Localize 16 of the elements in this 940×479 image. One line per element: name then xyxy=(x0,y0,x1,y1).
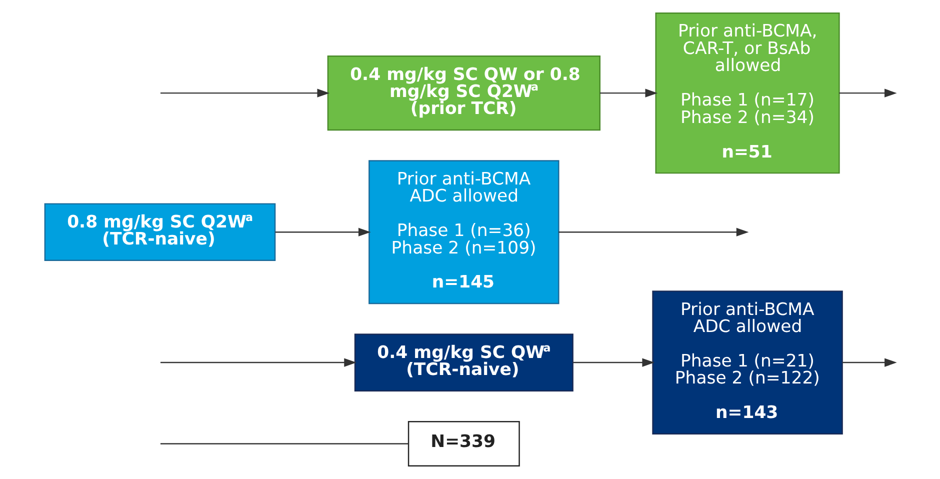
arrow xyxy=(160,88,330,98)
node-box: N=339 xyxy=(407,421,520,467)
arrow xyxy=(838,88,896,98)
node-box: 0.4 mg/kg SC QW or 0.8 mg/kg SC Q2W$^{a}$ (prior TCR) xyxy=(326,56,600,131)
arrow xyxy=(160,358,356,367)
node-box: 0.4 mg/kg SC QW$^{a}$ (TCR-naive) xyxy=(354,334,573,392)
arrow xyxy=(572,358,654,367)
arrow xyxy=(842,358,896,367)
node-box: Prior anti-BCMA, CAR-T, or BsAb allowed Phase 1 (n=17) Phase 2 (n=34) n=51 xyxy=(654,12,840,174)
arrow xyxy=(274,228,370,236)
node-box: Prior anti-BCMA ADC allowed Phase 1 (n=21) Phase 2 (n=122) n=143 xyxy=(652,290,842,435)
node-box: 0.8 mg/kg SC Q2W$^{a}$ (TCR-naive) xyxy=(44,203,276,262)
node-box: Prior anti-BCMA ADC allowed Phase 1 (n=36) Phase 2 (n=109) n=145 xyxy=(368,160,559,304)
arrow xyxy=(558,228,748,236)
arrow xyxy=(599,88,658,98)
connector xyxy=(160,443,408,444)
